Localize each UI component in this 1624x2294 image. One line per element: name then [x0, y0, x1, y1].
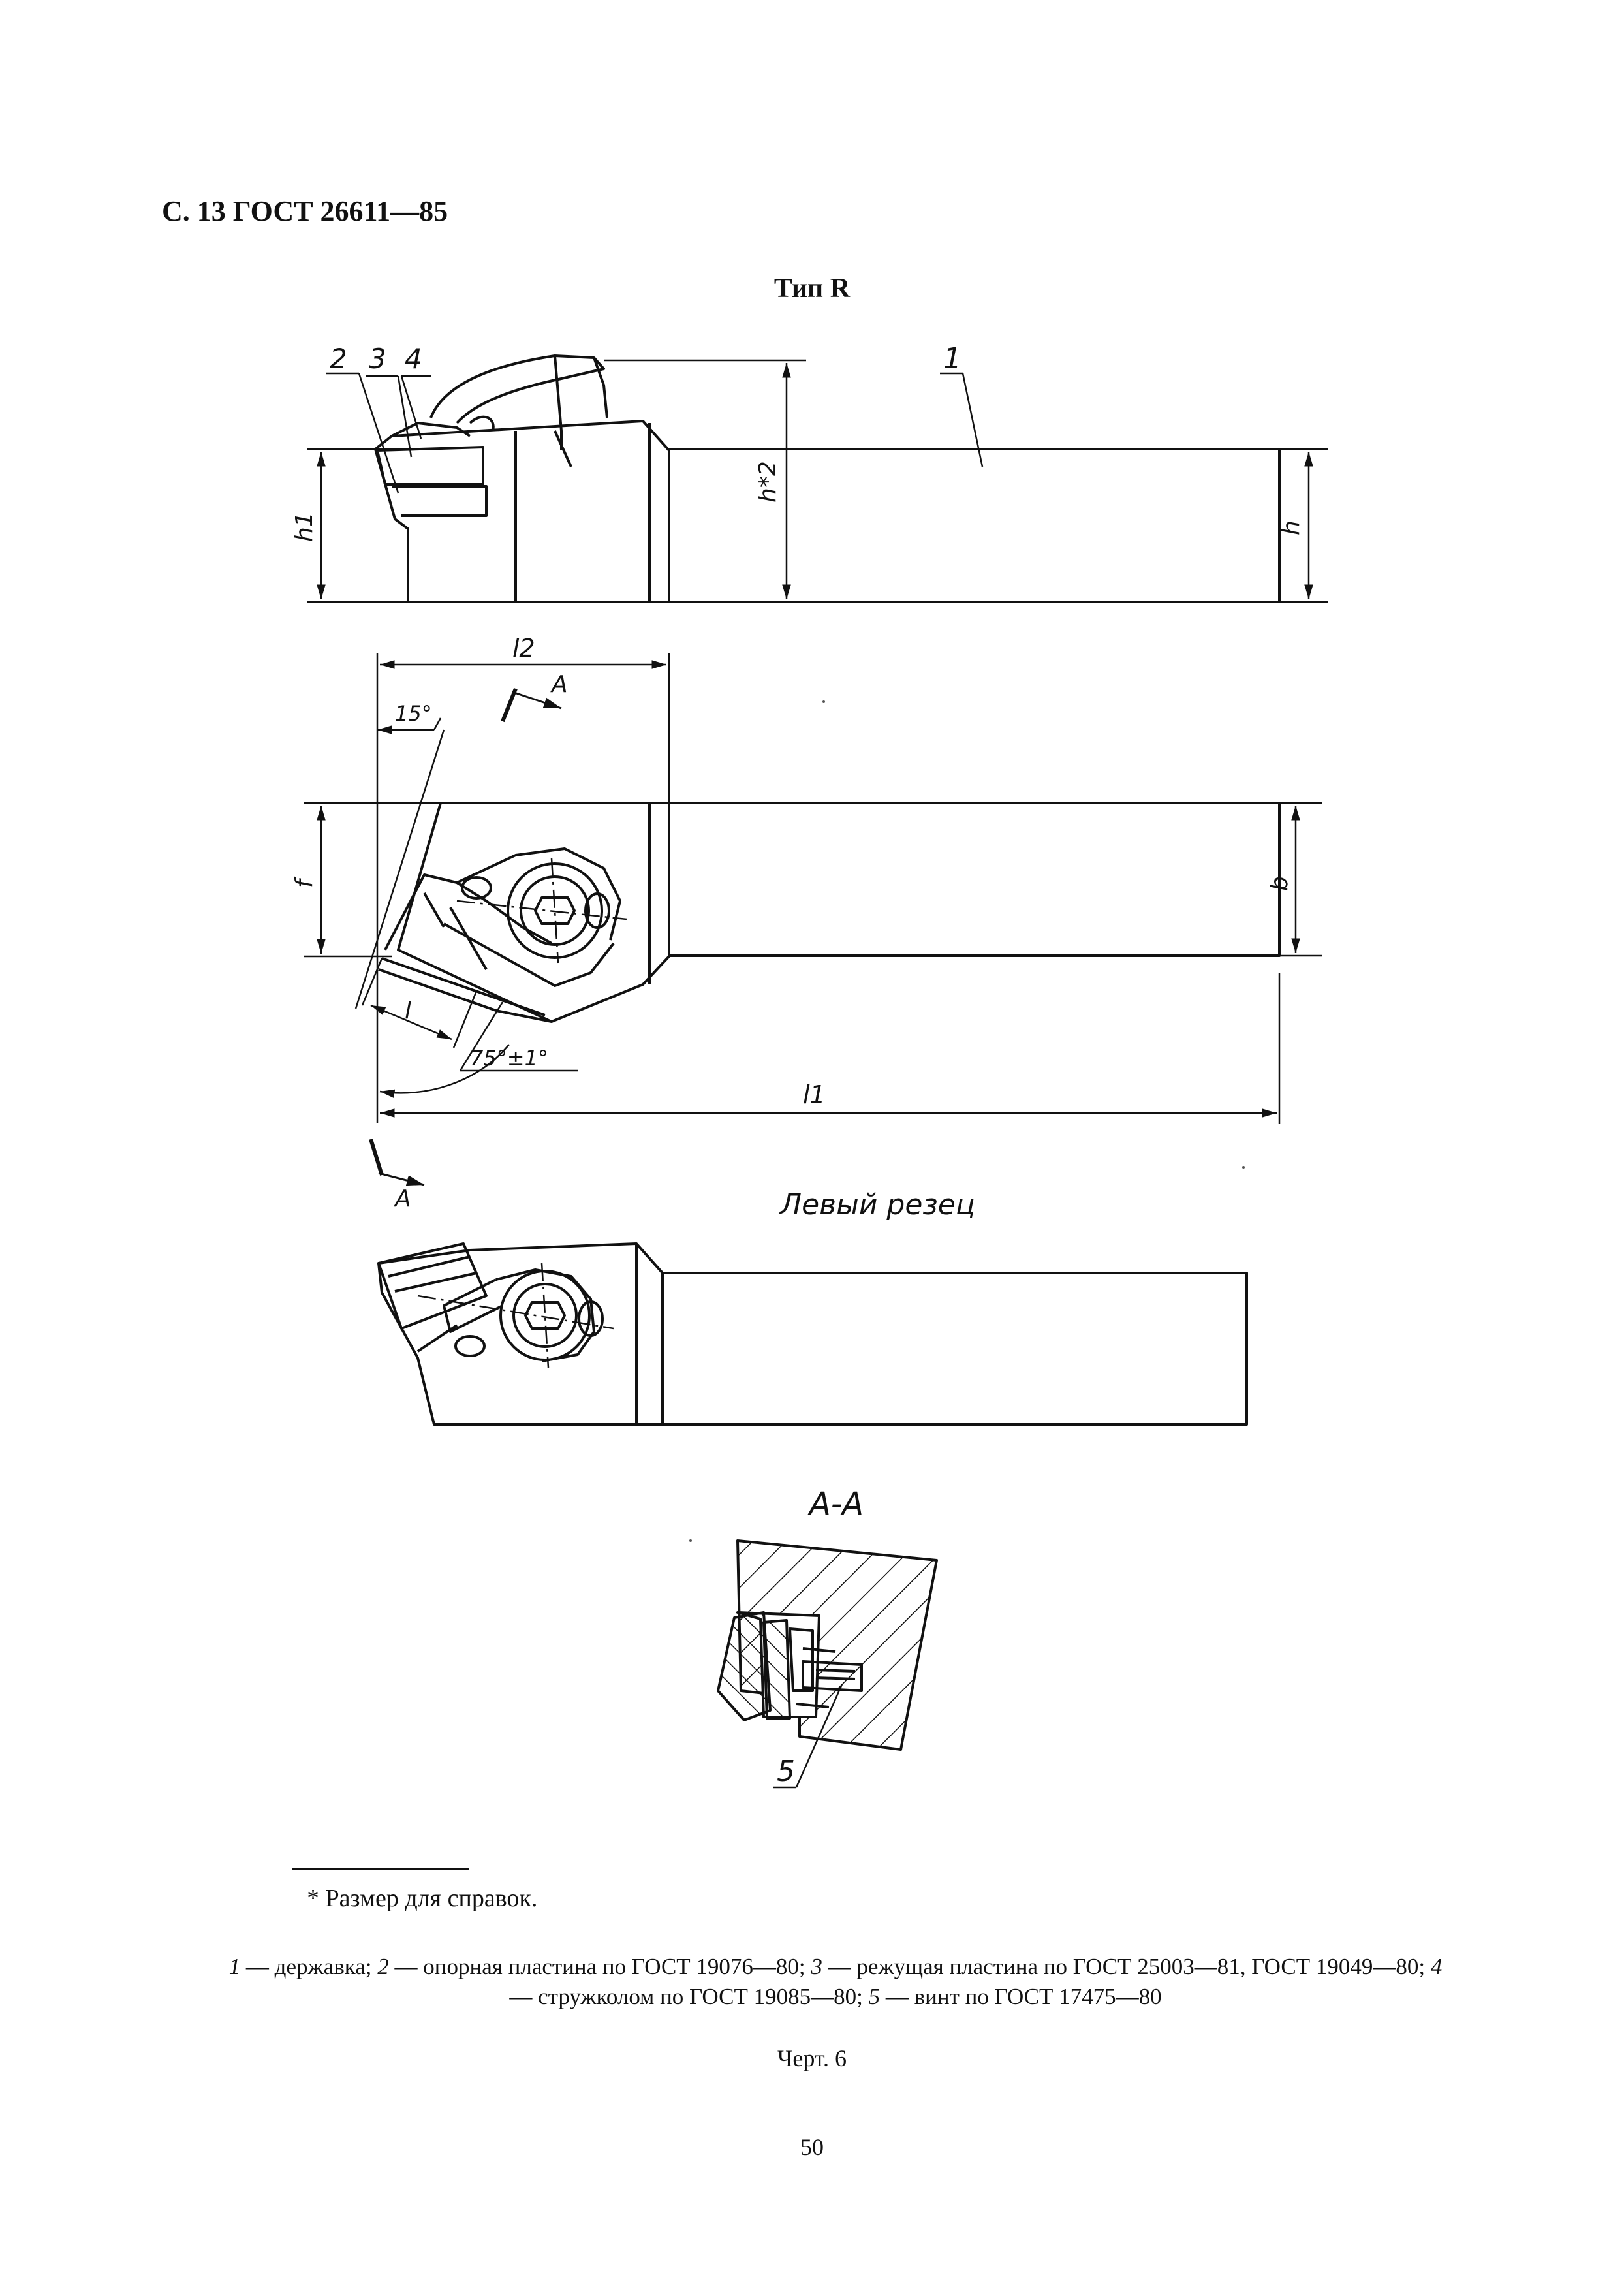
label-h2: h*2 [755, 461, 781, 503]
label-l1: l1 [803, 1080, 826, 1109]
label-part3: 3 [369, 343, 386, 375]
legend-num-1: 1 [228, 1954, 241, 1979]
type-title: Тип R [773, 274, 851, 304]
section-mark-lower [369, 1139, 425, 1186]
legend-num-4: 4 [1430, 1954, 1443, 1979]
section-mark-upper [501, 687, 562, 723]
dim-l [361, 958, 478, 1048]
label-section-aa: А-А [807, 1486, 864, 1522]
label-part5: 5 [777, 1755, 795, 1788]
dim-h1 [307, 448, 408, 603]
label-f: f [291, 876, 318, 888]
label-angle-75: 75°±1° [470, 1046, 548, 1071]
label-part4: 4 [405, 343, 422, 375]
label-angle-15: 15° [395, 701, 432, 726]
technical-drawing: 2 3 4 1 h1 h*2 h l2 А 15° f b l 75°±1° l… [291, 342, 1328, 1789]
page-number: 50 [800, 2134, 824, 2160]
label-part2: 2 [330, 343, 347, 375]
dim-b [1279, 802, 1322, 957]
left-cutter-view [377, 1242, 1248, 1426]
label-part1: 1 [943, 342, 961, 375]
label-left-cutter: Левый резец [779, 1188, 975, 1221]
label-section-mark-upper: А [550, 671, 568, 698]
dim-l1 [380, 973, 1281, 1124]
dim-h2 [604, 359, 806, 603]
footnote-rule [292, 1868, 469, 1870]
page-header: С. 13 ГОСТ 26611—85 [162, 195, 448, 227]
legend-num-3: 3 [811, 1954, 822, 1979]
dim-f [304, 802, 441, 958]
legend-text-2: — опорная пластина по ГОСТ 19076—80; [394, 1954, 805, 1979]
plan-view [378, 802, 1281, 1023]
side-view [374, 354, 1281, 603]
label-section-mark-lower: А [394, 1186, 411, 1212]
footnote: * Размер для справок. [307, 1885, 538, 1912]
section-aa [717, 1539, 938, 1751]
dim-15deg [354, 717, 445, 1009]
legend-text-3: — режущая пластина по ГОСТ 25003—81, ГОС… [828, 1954, 1426, 1979]
label-l2: l2 [512, 634, 535, 663]
legend-num-5: 5 [868, 1984, 881, 2009]
dim-75deg [379, 1001, 578, 1098]
leader-5 [773, 1684, 843, 1789]
legend-text-5: — винт по ГОСТ 17475—80 [885, 1984, 1162, 2009]
label-b: b [1266, 876, 1293, 891]
figure-caption: Черт. 6 [777, 2045, 847, 2071]
label-l: l [405, 998, 411, 1024]
legend-text-1: — державка; [245, 1954, 372, 1979]
label-h1: h1 [291, 512, 318, 542]
legend-num-2: 2 [377, 1954, 389, 1979]
parts-legend: 1 — державка; 2 — опорная пластина по ГО… [215, 1952, 1456, 2012]
leaders-top [326, 372, 984, 494]
dim-h [1279, 448, 1328, 603]
label-h: h [1278, 520, 1305, 535]
legend-text-4: — стружколом по ГОСТ 19085—80; [509, 1984, 863, 2009]
